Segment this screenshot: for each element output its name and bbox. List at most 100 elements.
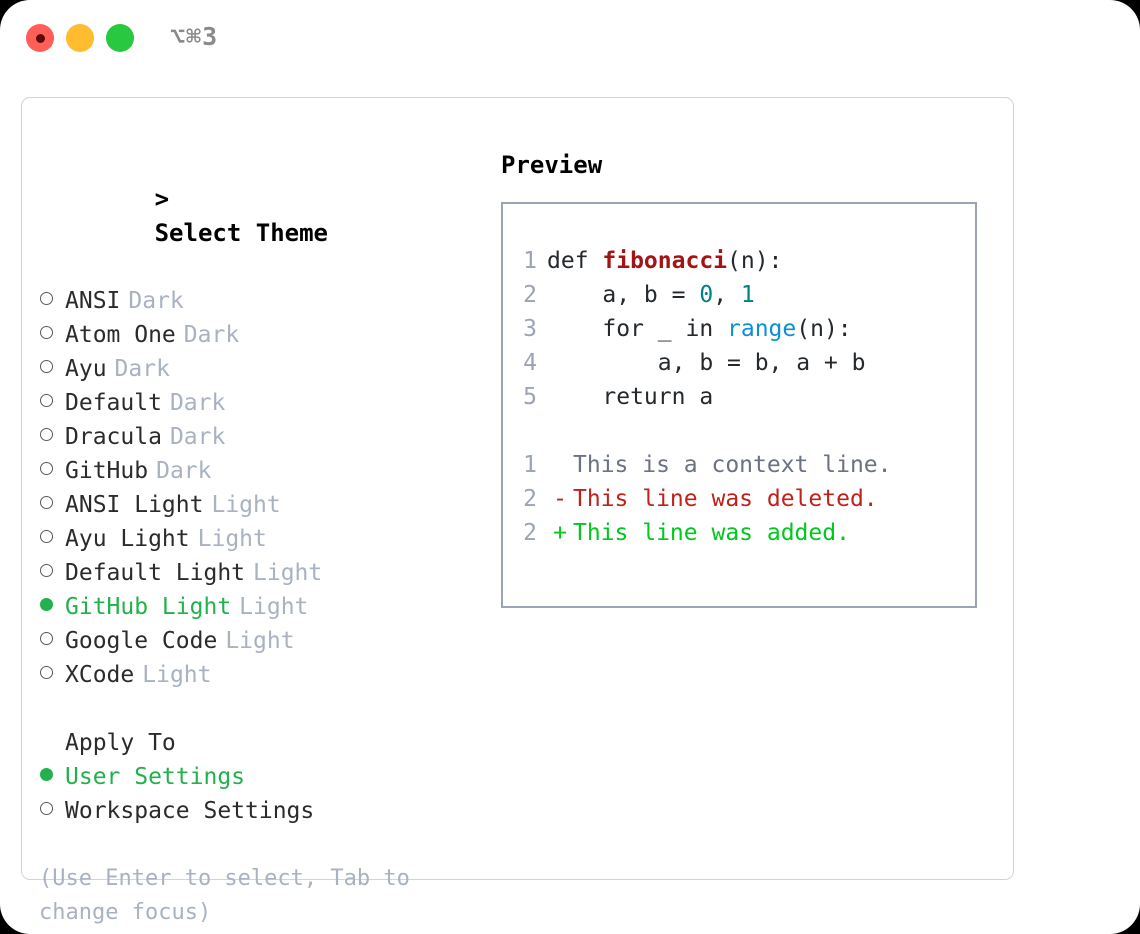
code-diff-spacer	[503, 414, 975, 448]
theme-option-5[interactable]: GitHub Dark	[39, 454, 479, 488]
theme-option-4[interactable]: Dracula Dark	[39, 420, 479, 454]
line-number: 4	[523, 350, 537, 376]
apply-to-header: Apply To	[65, 730, 176, 756]
theme-option-label: Default	[65, 390, 162, 416]
minimize-button[interactable]	[66, 24, 94, 52]
theme-variant-tag: Dark	[128, 288, 184, 314]
radio-dot	[40, 768, 53, 781]
apply-to-option-label: Workspace Settings	[65, 798, 315, 824]
theme-option-label: Dracula	[65, 424, 162, 450]
window-controls	[26, 24, 134, 52]
code-line-text: for _ in range(n):	[547, 312, 852, 346]
theme-variant-tag: Light	[225, 628, 295, 654]
theme-variant-tag: Light	[211, 492, 281, 518]
theme-variant-tag: Dark	[169, 424, 226, 450]
code-token-plain: (n):	[796, 316, 852, 342]
code-line-text: a, b = b, a + b	[547, 346, 866, 380]
diff-line-text: This line was added.	[573, 520, 850, 546]
line-number: 1	[523, 248, 537, 274]
close-button[interactable]	[26, 24, 54, 52]
radio-dot	[40, 632, 53, 645]
radio-dot	[40, 530, 53, 543]
theme-option-label: Google Code	[65, 628, 218, 654]
radio-dot	[40, 428, 53, 441]
diff-marker: +	[553, 520, 567, 546]
apply-to-option-0[interactable]: User Settings	[39, 760, 479, 794]
line-number: 2	[523, 486, 537, 512]
theme-variant-tag: Dark	[114, 356, 170, 382]
theme-option-9[interactable]: GitHub Light Light	[39, 590, 479, 624]
theme-option-label: GitHub Light	[65, 594, 232, 620]
radio-dot	[40, 292, 53, 305]
code-token-function: fibonacci	[602, 248, 728, 274]
theme-option-label: ANSI Light	[65, 492, 204, 518]
code-token-number: 0	[699, 282, 714, 308]
line-number: 3	[523, 316, 537, 342]
section-spacer	[39, 692, 479, 726]
theme-variant-tag: Dark	[169, 390, 226, 416]
theme-variant-tag: Light	[253, 560, 323, 586]
radio-dot	[40, 326, 53, 339]
keyboard-hint: (Use Enter to select, Tab to change focu…	[39, 866, 424, 925]
line-number: 2	[523, 282, 537, 308]
code-line-text: def fibonacci(n):	[547, 244, 782, 278]
radio-dot	[40, 564, 53, 577]
code-token-call: range	[727, 316, 797, 342]
apply-to-option-1[interactable]: Workspace Settings	[39, 794, 479, 828]
theme-option-6[interactable]: ANSI Light Light	[39, 488, 479, 522]
code-line: 5 return a	[503, 380, 975, 414]
code-token-plain: return a	[547, 384, 714, 410]
line-number: 5	[523, 384, 537, 410]
theme-variant-tag: Light	[239, 594, 309, 620]
theme-option-label: GitHub	[65, 458, 149, 484]
theme-option-0[interactable]: ANSI Dark	[39, 284, 479, 318]
theme-option-10[interactable]: Google Code Light	[39, 624, 479, 658]
code-token-plain: def	[547, 248, 603, 274]
radio-dot	[40, 360, 53, 373]
title-bar: ⌥⌘3	[0, 0, 1140, 78]
diff-line-deleted: 2-This line was deleted.	[503, 482, 975, 516]
apply-to-option-label: User Settings	[65, 764, 246, 790]
theme-list-header-label: Select Theme	[154, 219, 328, 247]
diff-line-text: This is a context line.	[573, 452, 892, 478]
code-token-plain: a, b =	[547, 282, 700, 308]
code-line: 4 a, b = b, a + b	[503, 346, 975, 380]
theme-option-8[interactable]: Default Light Light	[39, 556, 479, 590]
code-line: 2 a, b = 0, 1	[503, 278, 975, 312]
page-title: > Select Theme	[39, 148, 479, 284]
radio-dot	[40, 598, 53, 611]
code-line-text: return a	[547, 380, 713, 414]
code-token-plain: ,	[713, 282, 741, 308]
radio-dot	[40, 802, 53, 815]
code-token-plain: (n):	[727, 248, 783, 274]
theme-option-label: Default Light	[65, 560, 246, 586]
theme-option-3[interactable]: Default Dark	[39, 386, 479, 420]
code-line: 1 def fibonacci(n):	[503, 244, 975, 278]
theme-variant-tag: Dark	[156, 458, 212, 484]
radio-dot	[40, 394, 53, 407]
diff-marker: -	[553, 486, 567, 512]
radio-dot	[40, 462, 53, 475]
theme-option-label: XCode	[65, 662, 135, 688]
theme-variant-tag: Light	[197, 526, 267, 552]
diff-line-added: 2+This line was added.	[503, 516, 975, 550]
diff-marker	[547, 448, 573, 482]
maximize-button[interactable]	[106, 24, 134, 52]
focus-cursor: >	[154, 185, 170, 213]
theme-option-label: ANSI	[65, 288, 121, 314]
keyboard-shortcut-label: ⌥⌘3	[170, 22, 219, 51]
code-token-plain: a, b = b, a + b	[547, 350, 866, 376]
